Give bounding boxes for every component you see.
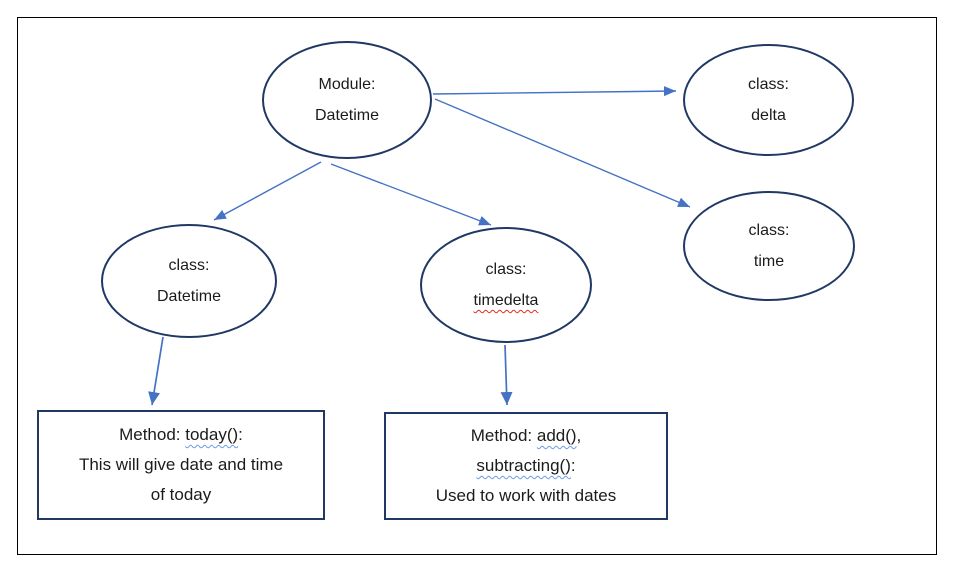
arrow-module-to-datetime bbox=[213, 161, 322, 221]
arrow-module-to-delta bbox=[432, 86, 677, 97]
class-datetime-node: class: Datetime bbox=[101, 224, 277, 338]
method-today-box: Method: today(): This will give date and… bbox=[37, 410, 325, 520]
delta-node-line1: class: bbox=[748, 76, 789, 93]
outer-border-frame bbox=[17, 17, 937, 555]
timedelta-node-line2-misspelled: timedelta bbox=[473, 292, 539, 309]
arrow-datetime-to-today-box bbox=[148, 336, 164, 406]
datetime-node-line2: Datetime bbox=[156, 288, 222, 305]
class-delta-node: class: delta bbox=[683, 44, 854, 156]
add-box-line2-suffix: : bbox=[570, 456, 576, 475]
today-box-line1-suffix: : bbox=[238, 425, 243, 444]
module-node-line1: Module: bbox=[318, 76, 376, 93]
add-box-line1: Method: add(), bbox=[471, 421, 582, 451]
time-node-line2: time bbox=[753, 253, 785, 270]
arrow-timedelta-to-add-box bbox=[500, 344, 513, 406]
arrow-module-to-timedelta bbox=[330, 163, 492, 226]
add-box-method-name: add() bbox=[536, 426, 577, 445]
today-box-method-name: today() bbox=[185, 425, 239, 444]
add-box-line2: subtracting(): bbox=[476, 451, 575, 481]
module-node-line2: Datetime bbox=[314, 107, 380, 124]
timedelta-node-line1: class: bbox=[485, 261, 527, 278]
today-box-line1: Method: today(): bbox=[119, 420, 243, 450]
module-datetime-node: Module: Datetime bbox=[262, 41, 432, 159]
today-box-line3: of today bbox=[150, 485, 212, 504]
method-add-box: Method: add(), subtracting(): Used to wo… bbox=[384, 412, 668, 520]
today-box-line2: This will give date and time bbox=[78, 455, 284, 474]
time-node-line1: class: bbox=[748, 222, 790, 239]
add-box-line1-prefix: Method: bbox=[470, 426, 537, 445]
add-box-line1-suffix: , bbox=[576, 426, 582, 445]
class-timedelta-node: class: timedelta bbox=[420, 227, 592, 343]
delta-node-line2: delta bbox=[751, 107, 786, 124]
today-box-line1-prefix: Method: bbox=[119, 425, 186, 444]
arrow-module-to-time bbox=[434, 98, 691, 208]
add-box-subtracting-method-name: subtracting() bbox=[476, 456, 571, 475]
add-box-line3: Used to work with dates bbox=[435, 486, 617, 505]
class-time-node: class: time bbox=[683, 191, 855, 301]
datetime-node-line1: class: bbox=[168, 257, 210, 274]
